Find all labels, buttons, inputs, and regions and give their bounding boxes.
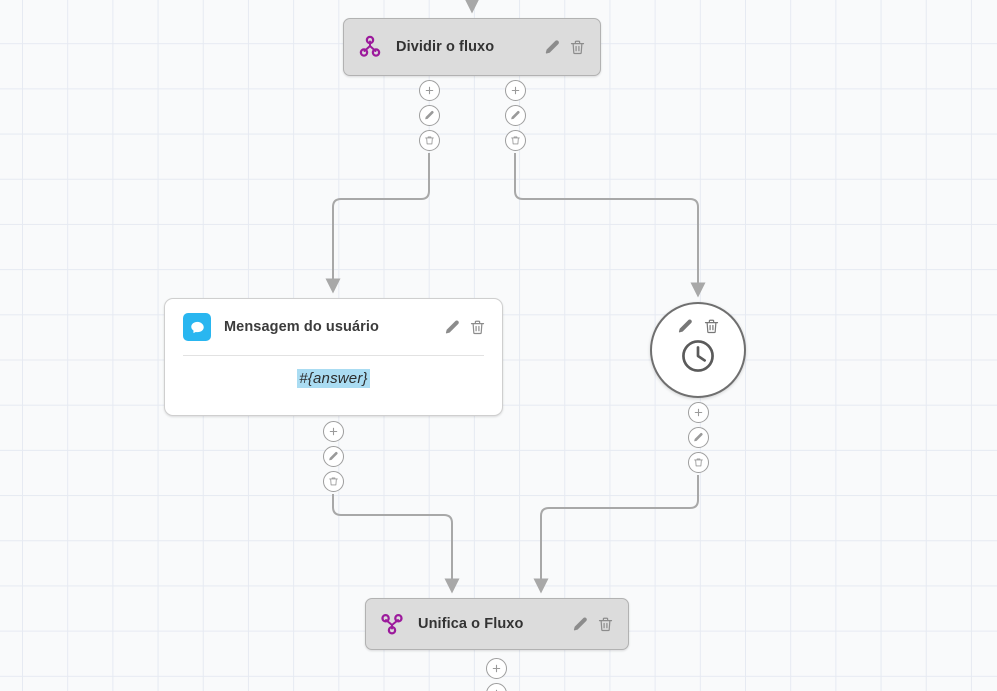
edge-split-right-to-delay xyxy=(514,153,706,298)
node-delay[interactable] xyxy=(650,302,746,398)
pencil-icon[interactable] xyxy=(572,616,589,633)
trash-icon[interactable] xyxy=(323,471,344,492)
node-actions xyxy=(444,319,486,336)
pencil-icon[interactable] xyxy=(544,39,561,56)
node-actions xyxy=(677,318,720,335)
port-stack-merge[interactable] xyxy=(486,658,507,691)
edge-delay-to-merge xyxy=(533,475,699,594)
pencil-icon[interactable] xyxy=(505,105,526,126)
port-stack-user-message[interactable] xyxy=(323,421,344,492)
plus-icon[interactable] xyxy=(486,658,507,679)
pencil-icon[interactable] xyxy=(444,319,461,336)
merge-flow-icon xyxy=(380,612,404,636)
edge-message-to-merge xyxy=(332,494,460,594)
node-actions xyxy=(572,616,614,633)
node-header: Unifica o Fluxo xyxy=(366,599,628,649)
port-stack-delay[interactable] xyxy=(688,402,709,473)
pencil-icon[interactable] xyxy=(419,105,440,126)
plus-icon[interactable] xyxy=(486,683,507,691)
node-title: Unifica o Fluxo xyxy=(418,616,524,632)
plus-icon[interactable] xyxy=(505,80,526,101)
trash-icon[interactable] xyxy=(419,130,440,151)
node-merge-flow[interactable]: Unifica o Fluxo xyxy=(365,598,629,650)
node-title: Mensagem do usuário xyxy=(224,319,379,335)
variable-chip[interactable]: #{answer} xyxy=(297,369,370,388)
clock-icon xyxy=(679,337,717,375)
pencil-icon[interactable] xyxy=(323,446,344,467)
trash-icon[interactable] xyxy=(469,319,486,336)
pencil-icon[interactable] xyxy=(677,318,694,335)
trash-icon[interactable] xyxy=(597,616,614,633)
node-header: Dividir o fluxo xyxy=(344,19,600,75)
split-flow-icon xyxy=(358,35,382,59)
node-split-flow[interactable]: Dividir o fluxo xyxy=(343,18,601,76)
pencil-icon[interactable] xyxy=(688,427,709,448)
node-divider xyxy=(183,355,484,356)
trash-icon[interactable] xyxy=(569,39,586,56)
node-body: #{answer} xyxy=(165,356,502,404)
plus-icon[interactable] xyxy=(688,402,709,423)
node-actions xyxy=(544,39,586,56)
edge-split-left-to-message xyxy=(325,153,430,294)
trash-icon[interactable] xyxy=(688,452,709,473)
trash-icon[interactable] xyxy=(505,130,526,151)
node-title: Dividir o fluxo xyxy=(396,39,495,55)
chat-bubble-icon xyxy=(183,313,211,341)
plus-icon[interactable] xyxy=(419,80,440,101)
node-header: Mensagem do usuário xyxy=(165,299,502,355)
trash-icon[interactable] xyxy=(703,318,720,335)
port-stack-split-left[interactable] xyxy=(419,80,440,151)
plus-icon[interactable] xyxy=(323,421,344,442)
port-stack-split-right[interactable] xyxy=(505,80,526,151)
node-user-message[interactable]: Mensagem do usuário #{answer} xyxy=(164,298,503,416)
